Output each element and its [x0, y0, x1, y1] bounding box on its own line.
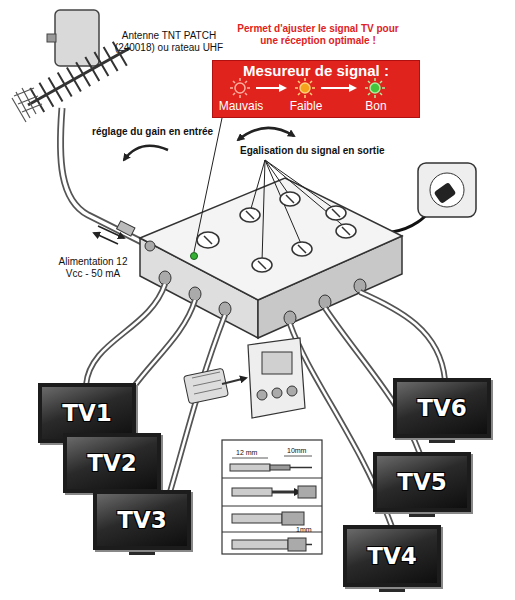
good-indicator	[370, 83, 380, 93]
wall-outlet	[418, 163, 476, 217]
f-connector	[288, 538, 306, 551]
cable-shield	[270, 465, 290, 470]
equalisation-arrow	[238, 128, 294, 140]
tv-stand	[429, 438, 455, 443]
yagi-elements	[30, 42, 127, 112]
gain-arrow	[124, 146, 168, 160]
f-connector	[298, 486, 316, 498]
antenna-bracket	[47, 34, 56, 42]
antenna-label: Antenne TNT PATCH (240018) ou rateau UHF	[104, 30, 234, 54]
yagi-reflector	[12, 88, 42, 122]
insert-arrow	[272, 491, 300, 494]
dimension-label: 10mm	[287, 447, 315, 455]
level-label: Faible	[278, 99, 334, 114]
cable-jacket	[230, 464, 270, 471]
side-connector	[257, 390, 267, 400]
tv-screen: TV6	[393, 378, 491, 438]
side-connector	[287, 386, 297, 396]
tv-label: TV1	[62, 400, 112, 426]
bad-rays	[230, 78, 250, 98]
stripping-detail	[222, 440, 322, 554]
dimension-lines	[232, 456, 312, 458]
tv-cable	[360, 292, 445, 380]
outlet-socket	[430, 173, 464, 207]
cable-jacket	[232, 540, 288, 549]
patch-antenna	[55, 10, 99, 66]
amplifier-top	[140, 178, 402, 300]
output-connector	[159, 271, 171, 285]
meter-note: Permet d'ajuster le signal TV pour une r…	[233, 23, 403, 47]
bracket-slots	[192, 372, 222, 394]
signal-led	[191, 253, 198, 260]
bad-indicator	[235, 83, 245, 93]
tv-screen: TV2	[63, 433, 161, 493]
knob-slots	[204, 195, 350, 269]
tv-stand	[409, 512, 435, 517]
tv-label: TV2	[87, 450, 137, 476]
wall-bracket	[184, 368, 229, 404]
weak-rays	[295, 78, 315, 98]
knobs	[197, 192, 356, 272]
output-connector	[284, 311, 296, 325]
amplifier-side-view	[248, 338, 305, 418]
input-connector	[145, 241, 155, 251]
side-panel	[262, 352, 292, 374]
meter-title: Mesureur de signal :	[213, 62, 419, 80]
f-connector	[117, 221, 135, 236]
dimension-label: 12 mm	[236, 449, 266, 457]
level-arrow	[321, 87, 355, 89]
tv-screen: TV5	[373, 452, 471, 512]
tv-label: TV4	[367, 543, 417, 569]
cable-jacket	[232, 514, 282, 523]
output-connector	[319, 295, 331, 309]
side-connector	[272, 388, 282, 398]
cable-core	[290, 467, 312, 469]
tv-stand	[129, 550, 155, 555]
tv-label: TV5	[397, 469, 447, 495]
yagi-boom	[28, 48, 130, 105]
dimension-label: 1mm	[296, 526, 320, 534]
detail-dividers	[222, 478, 322, 532]
f-connector	[282, 512, 304, 525]
level-arrow	[256, 87, 285, 89]
tv-label: TV3	[117, 507, 167, 533]
level-label: Bon	[348, 99, 404, 114]
level-label: Mauvais	[213, 99, 269, 114]
good-rays	[365, 78, 385, 98]
meter-leader	[194, 118, 222, 252]
output-connector	[219, 302, 231, 316]
output-connector	[189, 287, 201, 301]
power-plug	[434, 182, 457, 204]
equaliser-leaders	[250, 160, 346, 262]
gain-label: réglage du gain en entrée	[92, 126, 232, 138]
core-tip	[306, 544, 312, 546]
tv-label: TV6	[417, 395, 467, 421]
mount-arrow	[222, 378, 246, 384]
tv-cable	[86, 284, 165, 385]
power-out-arrow	[94, 233, 118, 244]
signal-meter-box: Permet d'ajuster le signal TV pour une r…	[212, 60, 420, 118]
tv-screen: TV3	[93, 490, 191, 550]
cable-jacket	[232, 488, 272, 496]
power-label: Alimentation 12 Vcc - 50 mA	[50, 256, 136, 280]
tv-stand	[379, 587, 405, 592]
weak-indicator	[300, 83, 310, 93]
equalisation-label: Egalisation du signal en sortie	[240, 145, 420, 157]
tv-screen: TV4	[343, 525, 441, 587]
